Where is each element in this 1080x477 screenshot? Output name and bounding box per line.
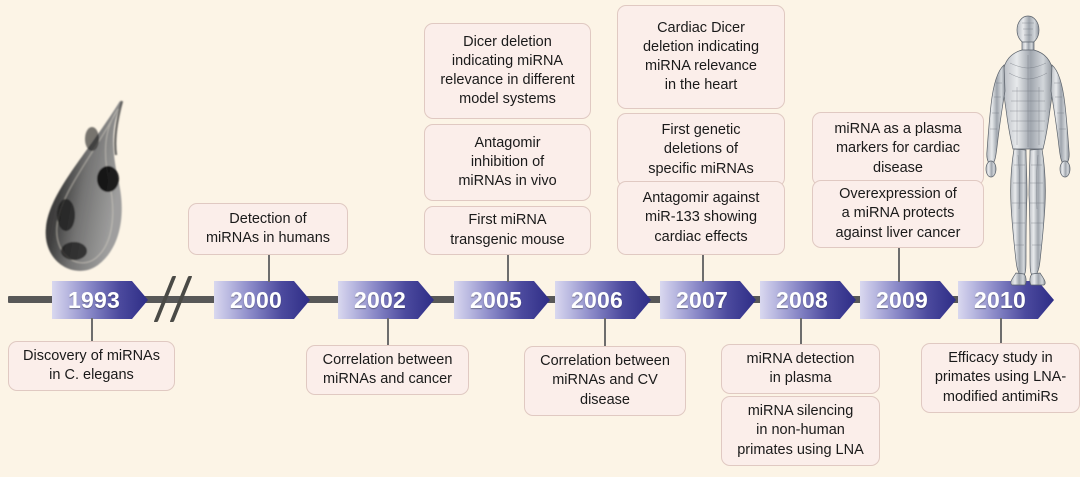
event-box-2007-cardiac-dicer[interactable]: Cardiac Dicer deletion indicating miRNA … [617,5,785,109]
timeline-year-2002[interactable]: 2002 [338,281,434,319]
c-elegans-micrograph [30,95,160,290]
timeline-year-2000[interactable]: 2000 [214,281,310,319]
event-box-2009-plasma-markers[interactable]: miRNA as a plasma markers for cardiac di… [812,112,984,186]
connector-2006-down [604,318,606,346]
connector-2005-up [507,255,509,282]
year-label: 2006 [571,286,623,313]
event-box-2005-dicer-deletion[interactable]: Dicer deletion indicating miRNA relevanc… [424,23,591,119]
connector-2002-down [387,318,389,345]
event-box-2008-silencing[interactable]: miRNA silencing in non-human primates us… [721,396,880,466]
year-label: 2010 [974,286,1026,313]
connector-1993-down [91,318,93,341]
connector-2007-up [702,255,704,282]
connector-2008-down [800,318,802,344]
timeline-year-2010[interactable]: 2010 [958,281,1054,319]
event-box-2010-efficacy[interactable]: Efficacy study in primates using LNA- mo… [921,343,1080,413]
event-box-2002-cancer[interactable]: Correlation between miRNAs and cancer [306,345,469,395]
timeline-year-2005[interactable]: 2005 [454,281,550,319]
connector-2000-up [268,254,270,282]
event-box-2005-transgenic-mouse[interactable]: First miRNA transgenic mouse [424,206,591,255]
timeline-axis-segment-left [8,296,56,303]
event-box-2006-cv-disease[interactable]: Correlation between miRNAs and CV diseas… [524,346,686,416]
event-box-2009-overexpression[interactable]: Overexpression of a miRNA protects again… [812,180,984,248]
year-label: 1993 [68,286,120,313]
timeline-axis-segment-gap2 [292,296,342,303]
timeline-year-1993[interactable]: 1993 [52,281,148,319]
year-label: 2002 [354,286,406,313]
event-box-2007-antagomir-mir133[interactable]: Antagomir against miR-133 showing cardia… [617,181,785,255]
connector-2010-down [1000,318,1002,343]
event-box-2008-plasma-detection[interactable]: miRNA detection in plasma [721,344,880,394]
event-box-1993-discovery[interactable]: Discovery of miRNAs in C. elegans [8,341,175,391]
year-label: 2009 [876,286,928,313]
connector-2009-up [898,247,900,282]
timeline-year-2009[interactable]: 2009 [860,281,956,319]
timeline-axis-segment-gap5 [640,296,664,303]
timeline-year-2008[interactable]: 2008 [760,281,856,319]
timeline-axis-segment-gap1 [130,296,218,303]
timeline-year-2006[interactable]: 2006 [555,281,651,319]
year-label: 2005 [470,286,522,313]
year-label: 2000 [230,286,282,313]
year-label: 2008 [776,286,828,313]
event-box-2007-genetic-deletions[interactable]: First genetic deletions of specific miRN… [617,113,785,187]
event-box-2005-antagomir[interactable]: Antagomir inhibition of miRNAs in vivo [424,124,591,201]
timeline-year-2007[interactable]: 2007 [660,281,756,319]
year-label: 2007 [676,286,728,313]
event-box-2000-detection[interactable]: Detection of miRNAs in humans [188,203,348,255]
human-anatomy-illustration [978,5,1078,295]
